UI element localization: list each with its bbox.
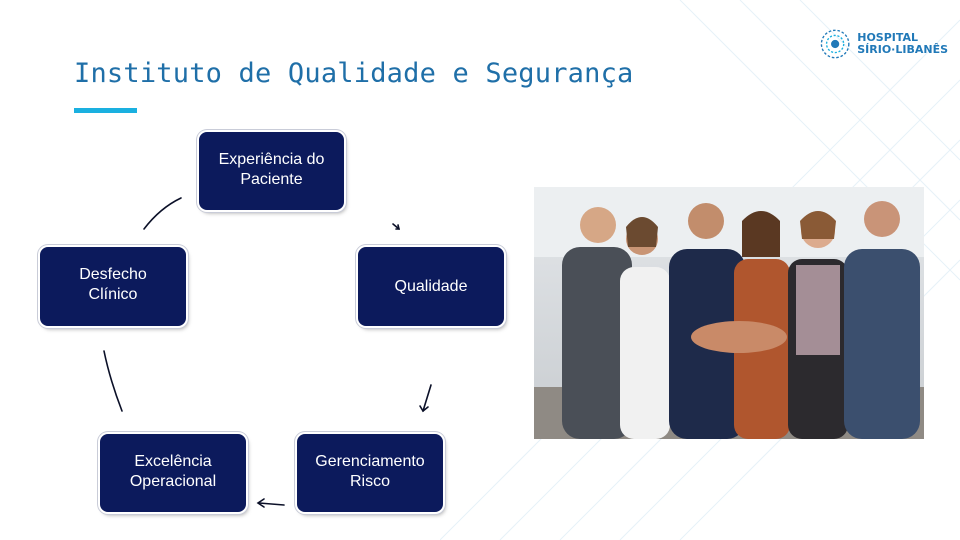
node-label-line: Desfecho	[79, 266, 147, 283]
node-label-line: Clínico	[88, 286, 138, 303]
team-photo	[534, 187, 924, 439]
hospital-emblem-icon	[820, 29, 850, 59]
arrow-desfecho-to-experiencia	[143, 197, 182, 230]
cycle-node-excelencia: Excelência Operacional	[100, 434, 246, 512]
team-photo-icon	[534, 187, 924, 439]
cycle-node-desfecho: Desfecho Clínico	[40, 247, 186, 326]
arrow-excelencia-to-desfecho	[103, 350, 123, 412]
title-underline	[74, 108, 137, 113]
cycle-node-gerenciamento: Gerenciamento Risco	[297, 434, 443, 512]
node-label-line: Qualidade	[394, 277, 468, 295]
node-label-line: Risco	[349, 473, 390, 490]
slide-title: Instituto de Qualidade e Segurança	[74, 58, 634, 89]
node-label-line: Excelência	[134, 453, 212, 470]
arrow-gerenciamento-to-excelencia	[258, 502, 285, 506]
logo-line-2: SÍRIO·LIBANÊS	[857, 43, 948, 56]
node-label-line: Experiência do	[218, 151, 325, 168]
hospital-logo: HOSPITAL SÍRIO·LIBANÊS	[818, 24, 948, 64]
arrow-qualidade-to-gerenciamento	[422, 384, 432, 412]
arrow-experiencia-to-qualidade	[392, 223, 400, 230]
cycle-node-qualidade: Qualidade	[358, 247, 504, 326]
node-label-line: Gerenciamento	[315, 453, 425, 470]
logo-text: HOSPITAL SÍRIO·LIBANÊS	[857, 32, 948, 56]
node-label-line: Paciente	[240, 171, 303, 188]
logo-line-1: HOSPITAL	[857, 31, 919, 44]
cycle-node-experiencia: Experiência do Paciente	[199, 132, 344, 210]
node-label-line: Operacional	[129, 473, 217, 490]
